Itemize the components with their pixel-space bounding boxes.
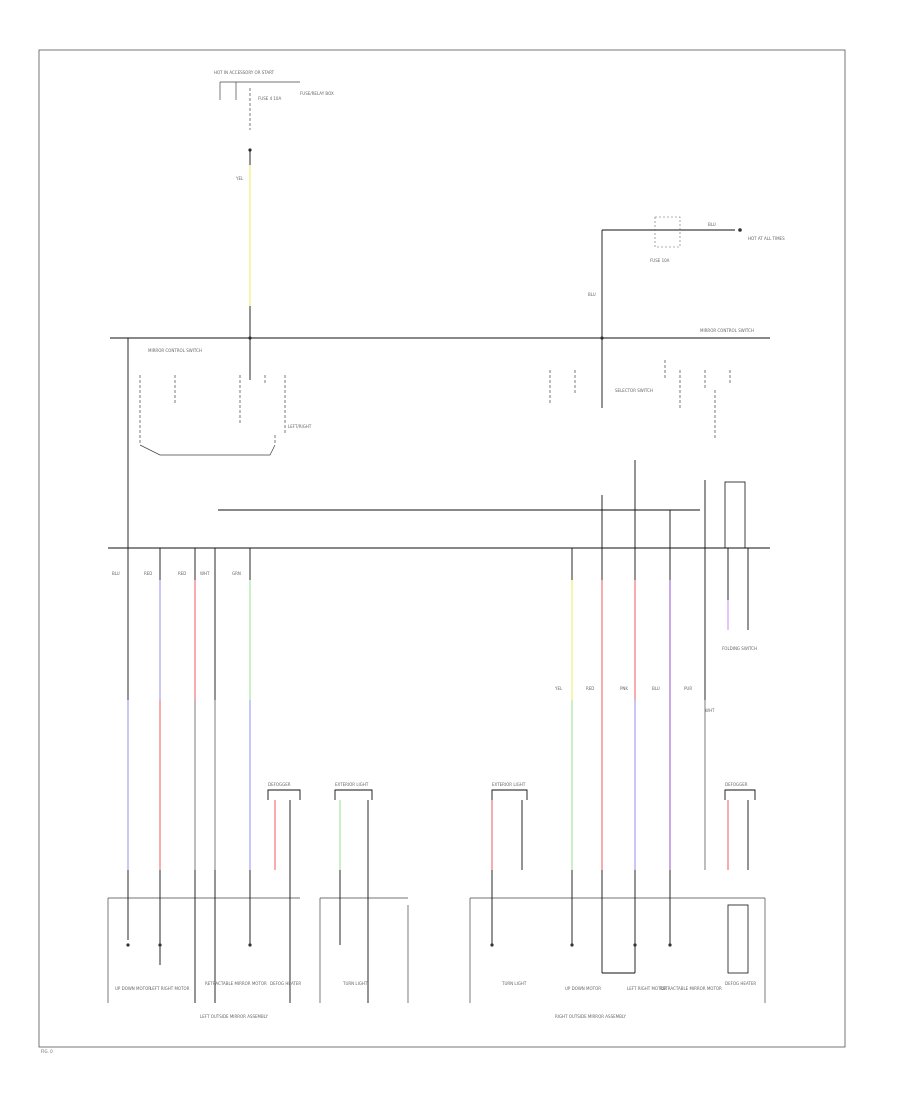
- left-component-5: TURN LIGHT: [342, 981, 368, 986]
- right-mirror-assembly: TURN LIGHT UP DOWN MOTOR LEFT RIGHT MOTO…: [469, 870, 766, 1019]
- top-power-feed: HOT IN ACCESSORY OR START FUSE 4 10A FUS…: [214, 70, 334, 338]
- top-fuse-label: FUSE 4 10A: [258, 96, 281, 101]
- left-wire-2: RED: [144, 571, 152, 576]
- right-power-feed: FUSE 10A BLU HOT AT ALL TIMES BLU: [588, 216, 785, 338]
- right-component-4: RETRACTABLE MIRROR MOTOR: [660, 986, 722, 991]
- right-fuse-label: FUSE 10A: [650, 258, 670, 263]
- top-wire-label: YEL: [235, 176, 244, 181]
- page-ref: FIG. 0: [41, 1049, 53, 1054]
- connector-left-light: EXTERIOR LIGHT: [334, 782, 373, 870]
- connector-right-defogger: DEFOGGER: [724, 782, 756, 870]
- right-assembly-label: RIGHT OUTSIDE MIRROR ASSEMBLY: [555, 1014, 627, 1019]
- right-component-3: LEFT RIGHT MOTOR: [627, 986, 667, 991]
- right-wires: FOLDING SWITCH YEL RED PNK BLU PUR WHT: [554, 548, 757, 870]
- svg-text:EXTERIOR LIGHT: EXTERIOR LIGHT: [335, 782, 369, 787]
- left-wire-1: BLU: [112, 571, 120, 576]
- left-component-2: LEFT RIGHT MOTOR: [150, 986, 190, 991]
- bus-left-label: MIRROR CONTROL SWITCH: [148, 348, 202, 353]
- connector-left-defogger: DEFOGGER: [267, 782, 301, 870]
- left-assembly-label: LEFT OUTSIDE MIRROR ASSEMBLY: [200, 1014, 268, 1019]
- left-wire-5: GRN: [232, 571, 241, 576]
- top-fuse-block-label: FUSE/RELAY BOX: [300, 91, 334, 96]
- right-wire-1: YEL: [554, 686, 563, 691]
- diagram-frame: [38, 49, 846, 1048]
- left-component-4: DEFOG HEATER: [270, 981, 301, 986]
- right-wire-2: RED: [586, 686, 594, 691]
- svg-text:DEFOGGER: DEFOGGER: [268, 782, 291, 787]
- connector-right-light: EXTERIOR LIGHT: [491, 782, 528, 870]
- right-component-1: TURN LIGHT: [501, 981, 527, 986]
- right-component-2: UP DOWN MOTOR: [565, 986, 601, 991]
- right-component-5: DEFOG HEATER: [725, 981, 756, 986]
- switch-bus: MIRROR CONTROL SWITCH MIRROR CONTROL SWI…: [110, 328, 770, 353]
- switch-left-label: LEFT/RIGHT: [288, 424, 312, 429]
- left-component-1: UP DOWN MOTOR: [115, 986, 151, 991]
- right-wire-6: WHT: [705, 708, 715, 713]
- right-wire-5: PUR: [684, 686, 692, 691]
- left-wires: BLU RED RED WHT GRN: [112, 548, 251, 870]
- left-switch-cluster: LEFT/RIGHT: [127, 338, 700, 548]
- right-source-label: HOT AT ALL TIMES: [748, 236, 785, 241]
- svg-text:DEFOGGER: DEFOGGER: [725, 782, 748, 787]
- right-wire-4: BLU: [652, 686, 660, 691]
- svg-text:EXTERIOR LIGHT: EXTERIOR LIGHT: [492, 782, 526, 787]
- left-wire-3: RED: [178, 571, 186, 576]
- right-wire-3: PNK: [620, 686, 628, 691]
- switch-right-label: SELECTOR SWITCH: [615, 388, 653, 393]
- left-wire-4: WHT: [200, 571, 210, 576]
- right-switch-cluster: SELECTOR SWITCH: [549, 338, 746, 549]
- right-wire-label: BLU: [708, 222, 716, 227]
- fold-switch-label: FOLDING SWITCH: [722, 646, 757, 651]
- svg-text:BLU: BLU: [588, 292, 596, 297]
- top-source-label: HOT IN ACCESSORY OR START: [214, 70, 275, 75]
- left-component-3: RETRACTABLE MIRROR MOTOR: [205, 981, 267, 986]
- left-mirror-assembly: UP DOWN MOTOR LEFT RIGHT MOTOR RETRACTAB…: [107, 870, 409, 1019]
- bus-right-label: MIRROR CONTROL SWITCH: [700, 328, 754, 333]
